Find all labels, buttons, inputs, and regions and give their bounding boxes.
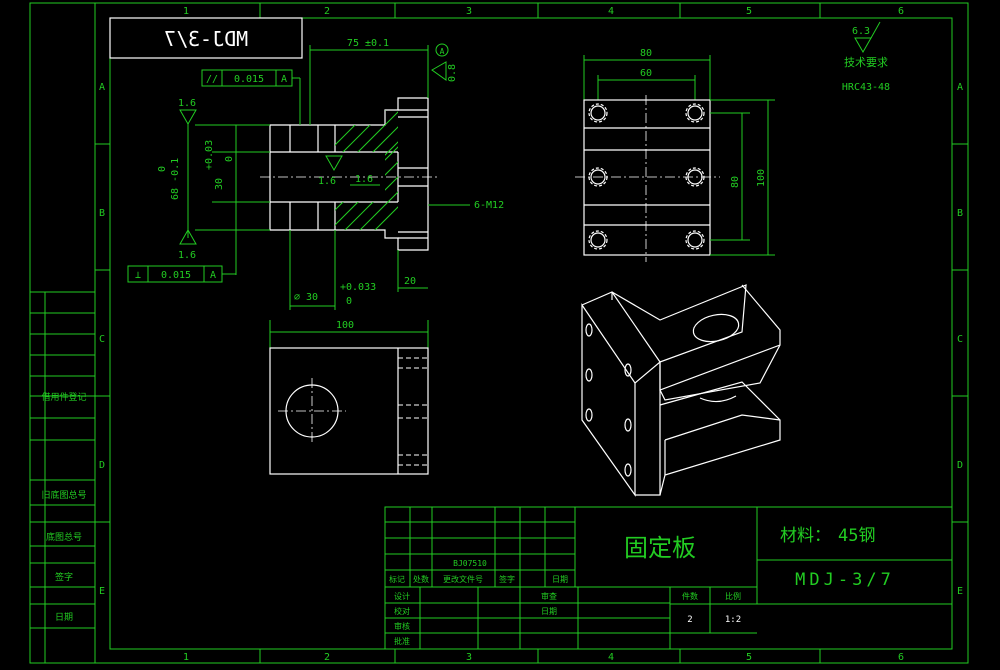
zone-col-5: 5	[746, 6, 752, 17]
dim-width-75: 75 ±0.1	[347, 38, 389, 49]
bolt-holes	[588, 103, 705, 250]
sign-check: 校对	[394, 606, 410, 616]
perpendicular-value: 0.015	[161, 270, 191, 281]
drawing-code-box: MDJ-3/7	[109, 17, 303, 59]
rev-header-doc: 更改文件号	[443, 574, 483, 584]
roughness-mid2: 1.6	[355, 174, 373, 185]
dim-side-80: 80	[730, 176, 741, 188]
left-table-label-0: 借用件登记	[41, 391, 86, 403]
datum-a-circle: A	[440, 47, 445, 56]
zone-row-e-right: E	[957, 586, 963, 597]
zone-row-c: C	[99, 334, 105, 345]
zone-col-2-bottom: 2	[324, 652, 330, 663]
review-date-label: 日期	[541, 607, 557, 616]
title-block: BJ07510 标记 处数 更改文件号 签字 日期 设计 校对 审核 批准 审查…	[384, 506, 953, 650]
parallel-value: 0.015	[234, 74, 264, 85]
roughness-0-8: 0.8	[447, 64, 458, 82]
scale-label: 比例	[725, 591, 741, 601]
isometric-view	[581, 284, 781, 497]
zone-row-a-right: A	[957, 82, 963, 93]
review-label: 审查	[541, 591, 557, 601]
zone-row-d: D	[99, 460, 105, 471]
dim-side-100: 100	[756, 169, 767, 187]
zone-col-6-bottom: 6	[898, 652, 904, 663]
zone-row-a: A	[99, 82, 105, 93]
rev-header-mark: 标记	[389, 574, 405, 584]
sign-design: 设计	[394, 591, 410, 601]
left-register-table: 借用件登记 旧底图总号 底图总号 签字 日期	[30, 291, 95, 663]
part-name: 固定板	[624, 534, 696, 562]
qty-label: 件数	[682, 591, 698, 601]
left-table-label-2: 旧底图总号	[41, 489, 86, 501]
front-view-dimensions: 75 ±0.1 A 0.8 // 0.015 A 1.6 68 -0.1 0 3…	[127, 38, 504, 310]
roughness-bottom: 1.6	[178, 250, 196, 261]
zone-row-b-right: B	[957, 208, 963, 219]
zone-col-1-bottom: 1	[183, 652, 189, 663]
front-section-view	[260, 97, 440, 251]
sign-approve: 批准	[394, 636, 410, 646]
rev-header-date: 日期	[552, 575, 568, 584]
roughness-mid: 1.6	[318, 176, 336, 187]
technical-requirements: 6.3 技术要求 HRC43-48	[842, 21, 890, 93]
zone-col-4-bottom: 4	[608, 652, 614, 663]
bottom-view: 100	[269, 320, 429, 475]
dim-slot-30-tol2: 0	[224, 156, 235, 162]
left-table-label-3: 签字	[55, 571, 73, 583]
dim-bore-30: ⌀ 30	[294, 292, 318, 303]
dim-top-80: 80	[640, 48, 652, 59]
zone-col-6: 6	[898, 6, 904, 17]
dim-bore-tol2: 0	[346, 296, 352, 307]
dim-slot-30-tol: +0.03	[204, 140, 215, 170]
zone-column-labels: 1 2 3 4 5 6 1 2 3 4 5 6	[183, 6, 904, 663]
dim-top-60: 60	[640, 68, 652, 79]
zone-col-2: 2	[324, 6, 330, 17]
left-table-label-1: 底图总号	[46, 531, 82, 543]
perpendicular-symbol: ⊥	[135, 270, 141, 281]
scale-value: 1:2	[725, 615, 741, 625]
sheet-frame	[29, 2, 969, 664]
rev-header-sign: 签字	[499, 574, 515, 584]
zone-col-3-bottom: 3	[466, 652, 472, 663]
dim-height-68: 68 -0.1	[170, 158, 181, 200]
zone-row-d-right: D	[957, 460, 963, 471]
side-view: 80 60 80 100	[575, 48, 775, 262]
roughness-general: 6.3	[852, 26, 870, 37]
zone-col-3: 3	[466, 6, 472, 17]
zone-col-5-bottom: 5	[746, 652, 752, 663]
zone-col-4: 4	[608, 6, 614, 17]
thread-callout: 6-M12	[474, 200, 504, 211]
tech-req-hardness: HRC43-48	[842, 82, 890, 93]
dim-slot-30: 30	[214, 178, 225, 190]
rev-header-count: 处数	[413, 574, 429, 584]
zone-row-labels: A B C D E A B C D E	[99, 82, 963, 597]
perpendicular-datum: A	[210, 270, 216, 281]
dim-length-100: 100	[336, 320, 354, 331]
roughness-top-left: 1.6	[178, 98, 196, 109]
parallel-symbol: //	[206, 74, 218, 85]
left-table-label-4: 日期	[55, 612, 73, 623]
zone-col-1: 1	[183, 6, 189, 17]
zone-row-e: E	[99, 586, 105, 597]
zone-row-b: B	[99, 208, 105, 219]
zone-row-c-right: C	[957, 334, 963, 345]
drawing-code-mirrored: MDJ-3/7	[164, 27, 248, 51]
sign-review: 审核	[394, 621, 410, 631]
tech-req-title: 技术要求	[844, 56, 888, 69]
dim-height-68-upper: 0	[157, 166, 168, 172]
material-label: 材料：	[780, 526, 831, 546]
parallel-datum: A	[281, 74, 287, 85]
drawing-code: MDJ-3/7	[795, 570, 895, 590]
qty-value: 2	[687, 615, 692, 625]
material-value: 45钢	[838, 526, 875, 546]
doc-number: BJ07510	[453, 559, 487, 568]
dim-bore-tol: +0.033	[340, 282, 376, 293]
dim-wall-20: 20	[404, 276, 416, 287]
